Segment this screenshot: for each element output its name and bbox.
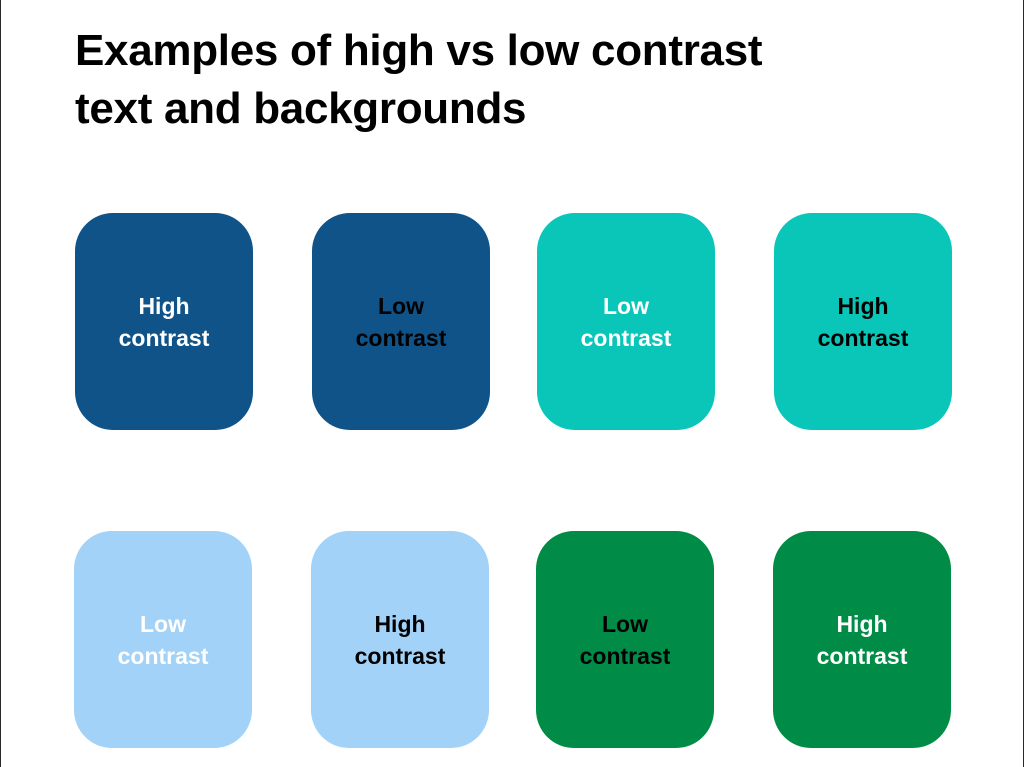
- tile-label-line-2: contrast: [816, 642, 908, 669]
- tile-label-line-2: contrast: [817, 324, 909, 351]
- tile-label-line-2: contrast: [355, 324, 447, 351]
- tile-label-line-2: contrast: [354, 642, 446, 669]
- tile-label-line-2: contrast: [118, 324, 210, 351]
- title-line-2: text and backgrounds: [75, 84, 527, 133]
- tile-label-line-1: Low: [602, 610, 648, 637]
- tile-low-contrast-dark-blue: Low contrast: [312, 213, 490, 430]
- page-title: Examples of high vs low contrast text an…: [75, 22, 955, 138]
- tile-high-contrast-teal: High contrast: [774, 213, 952, 430]
- tile-label-line-1: Low: [603, 292, 649, 319]
- tile-label-line-1: High: [374, 610, 426, 637]
- tile-high-contrast-green: High contrast: [773, 531, 951, 748]
- tile-label-line-2: contrast: [580, 324, 672, 351]
- tile-label-line-1: High: [138, 292, 190, 319]
- tile-low-contrast-green: Low contrast: [536, 531, 714, 748]
- tile-label-line-1: High: [836, 610, 888, 637]
- title-line-1: Examples of high vs low contrast: [75, 26, 763, 75]
- tile-high-contrast-light-blue: High contrast: [311, 531, 489, 748]
- tile-high-contrast-dark-blue: High contrast: [75, 213, 253, 430]
- tile-label-line-2: contrast: [117, 642, 209, 669]
- tile-label-line-1: Low: [140, 610, 186, 637]
- tile-low-contrast-teal: Low contrast: [537, 213, 715, 430]
- tile-label-line-2: contrast: [579, 642, 671, 669]
- tile-label-line-1: Low: [378, 292, 424, 319]
- tile-low-contrast-light-blue: Low contrast: [74, 531, 252, 748]
- tile-label-line-1: High: [837, 292, 889, 319]
